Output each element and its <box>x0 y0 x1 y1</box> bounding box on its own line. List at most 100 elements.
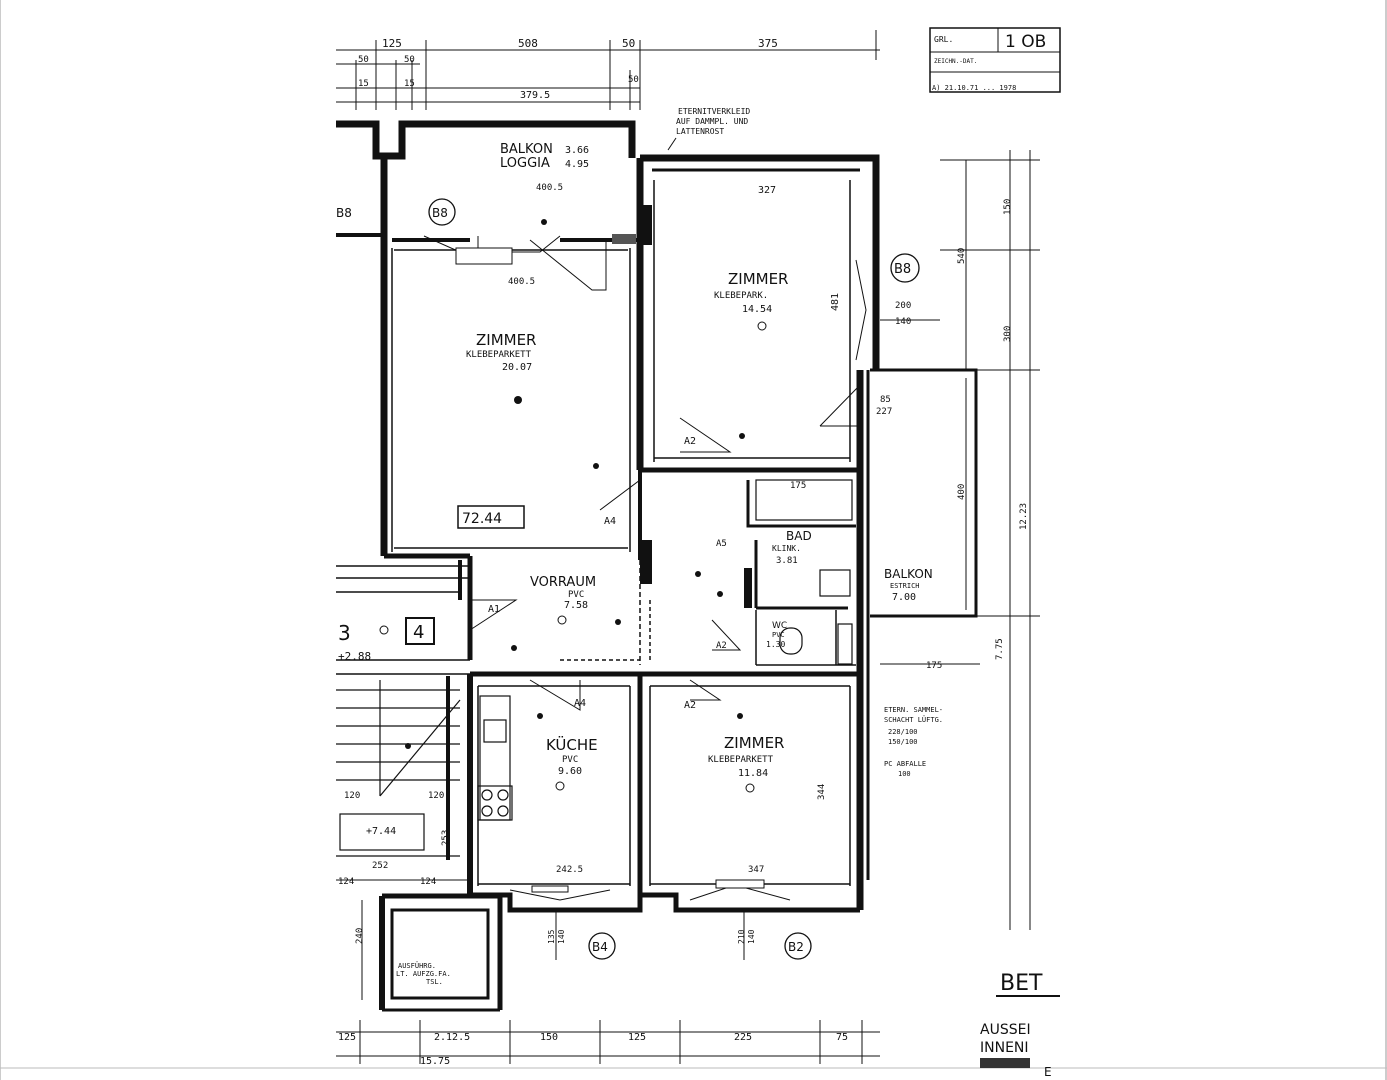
door-tag: A2 <box>716 641 727 651</box>
stairs <box>336 676 461 860</box>
ceiling-light-icon <box>555 781 565 791</box>
window-tag <box>588 932 616 960</box>
dim-label: 7.75 <box>995 638 1005 660</box>
room-area: 7.58 <box>564 600 588 611</box>
room-name: VORRAUM <box>530 575 596 590</box>
dim-label: 15 <box>358 79 369 89</box>
door-tag: A2 <box>684 700 696 711</box>
tag-label: B8 <box>336 206 352 220</box>
room-name: LOGGIA <box>500 156 550 171</box>
dim-label: 175 <box>926 661 942 671</box>
dim-label: 175 <box>790 481 806 491</box>
title-field-label: GRL. <box>934 35 953 44</box>
room-floor: PVC <box>562 755 578 765</box>
room-area: 1.30 <box>766 640 785 649</box>
stair-number: 4 <box>413 622 424 643</box>
dim-label: 85 <box>880 395 891 405</box>
room-floor: PVC <box>772 631 785 639</box>
dim-label: 225 <box>734 1032 752 1043</box>
dim-label: 400.5 <box>536 183 563 193</box>
dim-label: 120 <box>428 791 444 801</box>
room-area: 11.84 <box>738 768 768 779</box>
dim-label: 15.75 <box>420 1056 450 1067</box>
door-tag: A5 <box>716 539 727 549</box>
tag-label: B4 <box>592 940 608 954</box>
note-line: 150/100 <box>888 738 918 746</box>
dim-label: 300 <box>1003 326 1013 342</box>
room-area: 7.00 <box>892 592 916 603</box>
bottom-right-legend: BET AUSSEI INNENI E <box>980 971 1060 1079</box>
kitchen-fixtures <box>477 695 513 821</box>
room-floor: KLEBEPARKETT <box>708 755 774 765</box>
dim-label: 150 <box>1003 199 1013 215</box>
dark-segments <box>612 205 752 608</box>
room-zimmer-bottom: ZIMMER KLEBEPARKETT 11.84 <box>708 734 784 793</box>
right-dim-labels: 150 540 300 400 12.23 7.75 <box>957 199 1029 660</box>
dim-label: 2.12.5 <box>434 1032 470 1043</box>
ceiling-light-icon <box>514 396 522 404</box>
top-dim-labels: 125 508 50 375 50 50 50 15 15 379.5 <box>358 37 778 101</box>
dim-label: 50 <box>628 75 639 85</box>
bath-fixtures <box>755 479 853 665</box>
dim-label: 120 <box>344 791 360 801</box>
room-wc: WC PVC 1.30 <box>766 621 787 649</box>
room-area: 3.66 <box>565 145 589 156</box>
ceiling-light-icon <box>379 625 389 635</box>
note-eternit: ETERNITVERKLEID AUF DAMMPL. UND LATTENRO… <box>667 107 750 151</box>
dim-label: 375 <box>758 37 778 50</box>
room-balkon-loggia: BALKON 3.66 LOGGIA 4.95 <box>500 142 589 171</box>
room-name: ZIMMER <box>728 270 788 288</box>
dim-label: 344 <box>817 784 827 800</box>
window-tag <box>428 198 456 226</box>
dim-label: 240 <box>355 928 365 944</box>
note-lift: AUSFÜHRG. LT. AUFZG.FA. TSL. <box>396 961 451 986</box>
dim-label: 75 <box>836 1032 848 1043</box>
room-floor: ESTRICH <box>890 582 920 590</box>
dim-label: 379.5 <box>520 90 550 101</box>
door-tag: A4 <box>604 516 616 527</box>
total-area-box: 72.44 <box>457 505 525 529</box>
tag-label: B2 <box>788 940 804 954</box>
electrical-marks <box>405 219 745 749</box>
dim-label: 12.23 <box>1019 503 1029 530</box>
room-area: 4.95 <box>565 159 589 170</box>
tag-label: B8 <box>432 206 448 220</box>
dim-label: 125 <box>338 1032 356 1043</box>
dim-label: 50 <box>622 37 635 50</box>
window-tag <box>890 253 920 283</box>
note-schacht: ETERN. SAMMEL- SCHACHT LÜFTG. 228/100 15… <box>884 706 943 778</box>
note-line: PC ABFALLE <box>884 760 926 768</box>
room-area: 3.81 <box>776 556 798 566</box>
hatch-swatch <box>980 1058 1030 1068</box>
dim-label: 50 <box>404 55 415 65</box>
dim-label: 242.5 <box>556 865 583 875</box>
title-block: GRL. 1 OB ZEICHN.-DAT. A) 21.10.71 ... 1… <box>929 27 1061 93</box>
legend-line: INNENI <box>980 1040 1029 1056</box>
partial-title: BET <box>1000 971 1043 996</box>
note-line: SCHACHT LÜFTG. <box>884 715 943 724</box>
dim-label: 400.5 <box>508 277 535 287</box>
dim-label: 125 <box>628 1032 646 1043</box>
dim-label: 540 <box>957 248 967 264</box>
room-floor: KLEBEPARKETT <box>466 350 532 360</box>
dim-label: 227 <box>876 407 892 417</box>
dim-label: 50 <box>358 55 369 65</box>
door-swings <box>423 235 867 901</box>
door-tag: A4 <box>574 698 586 709</box>
ceiling-light-icon <box>757 321 767 331</box>
room-bad: BAD KLINK. 3.81 <box>772 529 812 566</box>
right-balcony <box>870 368 978 618</box>
total-area: 72.44 <box>462 511 502 527</box>
level-mark: +2.88 <box>338 650 371 663</box>
room-floor: KLEBEPARK. <box>714 291 768 301</box>
door-tags: A2 A4 A1 A2 A4 A5 A2 <box>488 436 727 711</box>
revision-note: A) 21.10.71 ... 1978 <box>932 84 1016 92</box>
ceiling-light-icon <box>745 783 755 793</box>
dim-label: 150 <box>540 1032 558 1043</box>
room-area: 14.54 <box>742 304 772 315</box>
room-area: 9.60 <box>558 766 582 777</box>
dim-label: 140 <box>895 317 911 327</box>
interior-dims: 400.5 400.5 327 481 200 140 85 227 175 1… <box>338 183 942 944</box>
dim-label: 140 <box>747 929 756 944</box>
